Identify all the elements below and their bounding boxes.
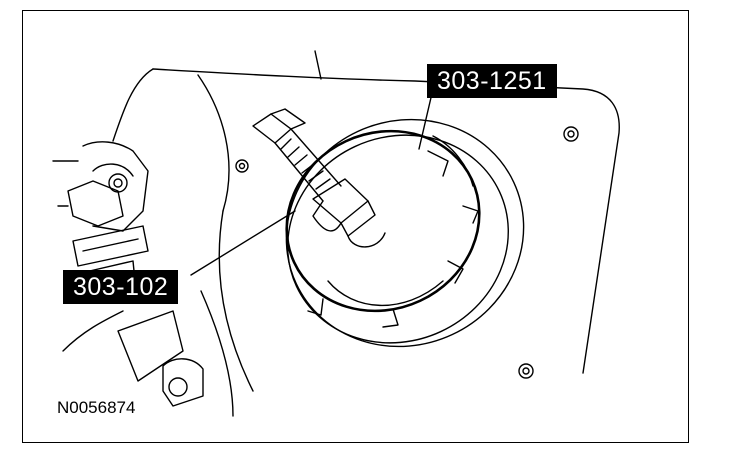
figure-frame: 303-1251 303-102 N0056874 <box>22 10 689 443</box>
technical-illustration <box>52 50 620 417</box>
spindle-tool <box>252 108 386 248</box>
housing-outline <box>112 50 620 417</box>
figure-id: N0056874 <box>57 398 136 417</box>
callout-303-102: 303-102 <box>63 270 179 304</box>
seal-assembly <box>285 118 525 348</box>
housing-bolts <box>235 126 579 379</box>
leader-lines <box>190 88 434 276</box>
callout-303-1251: 303-1251 <box>427 64 557 98</box>
leader-303-1251 <box>418 88 434 150</box>
leader-303-102 <box>190 210 296 276</box>
